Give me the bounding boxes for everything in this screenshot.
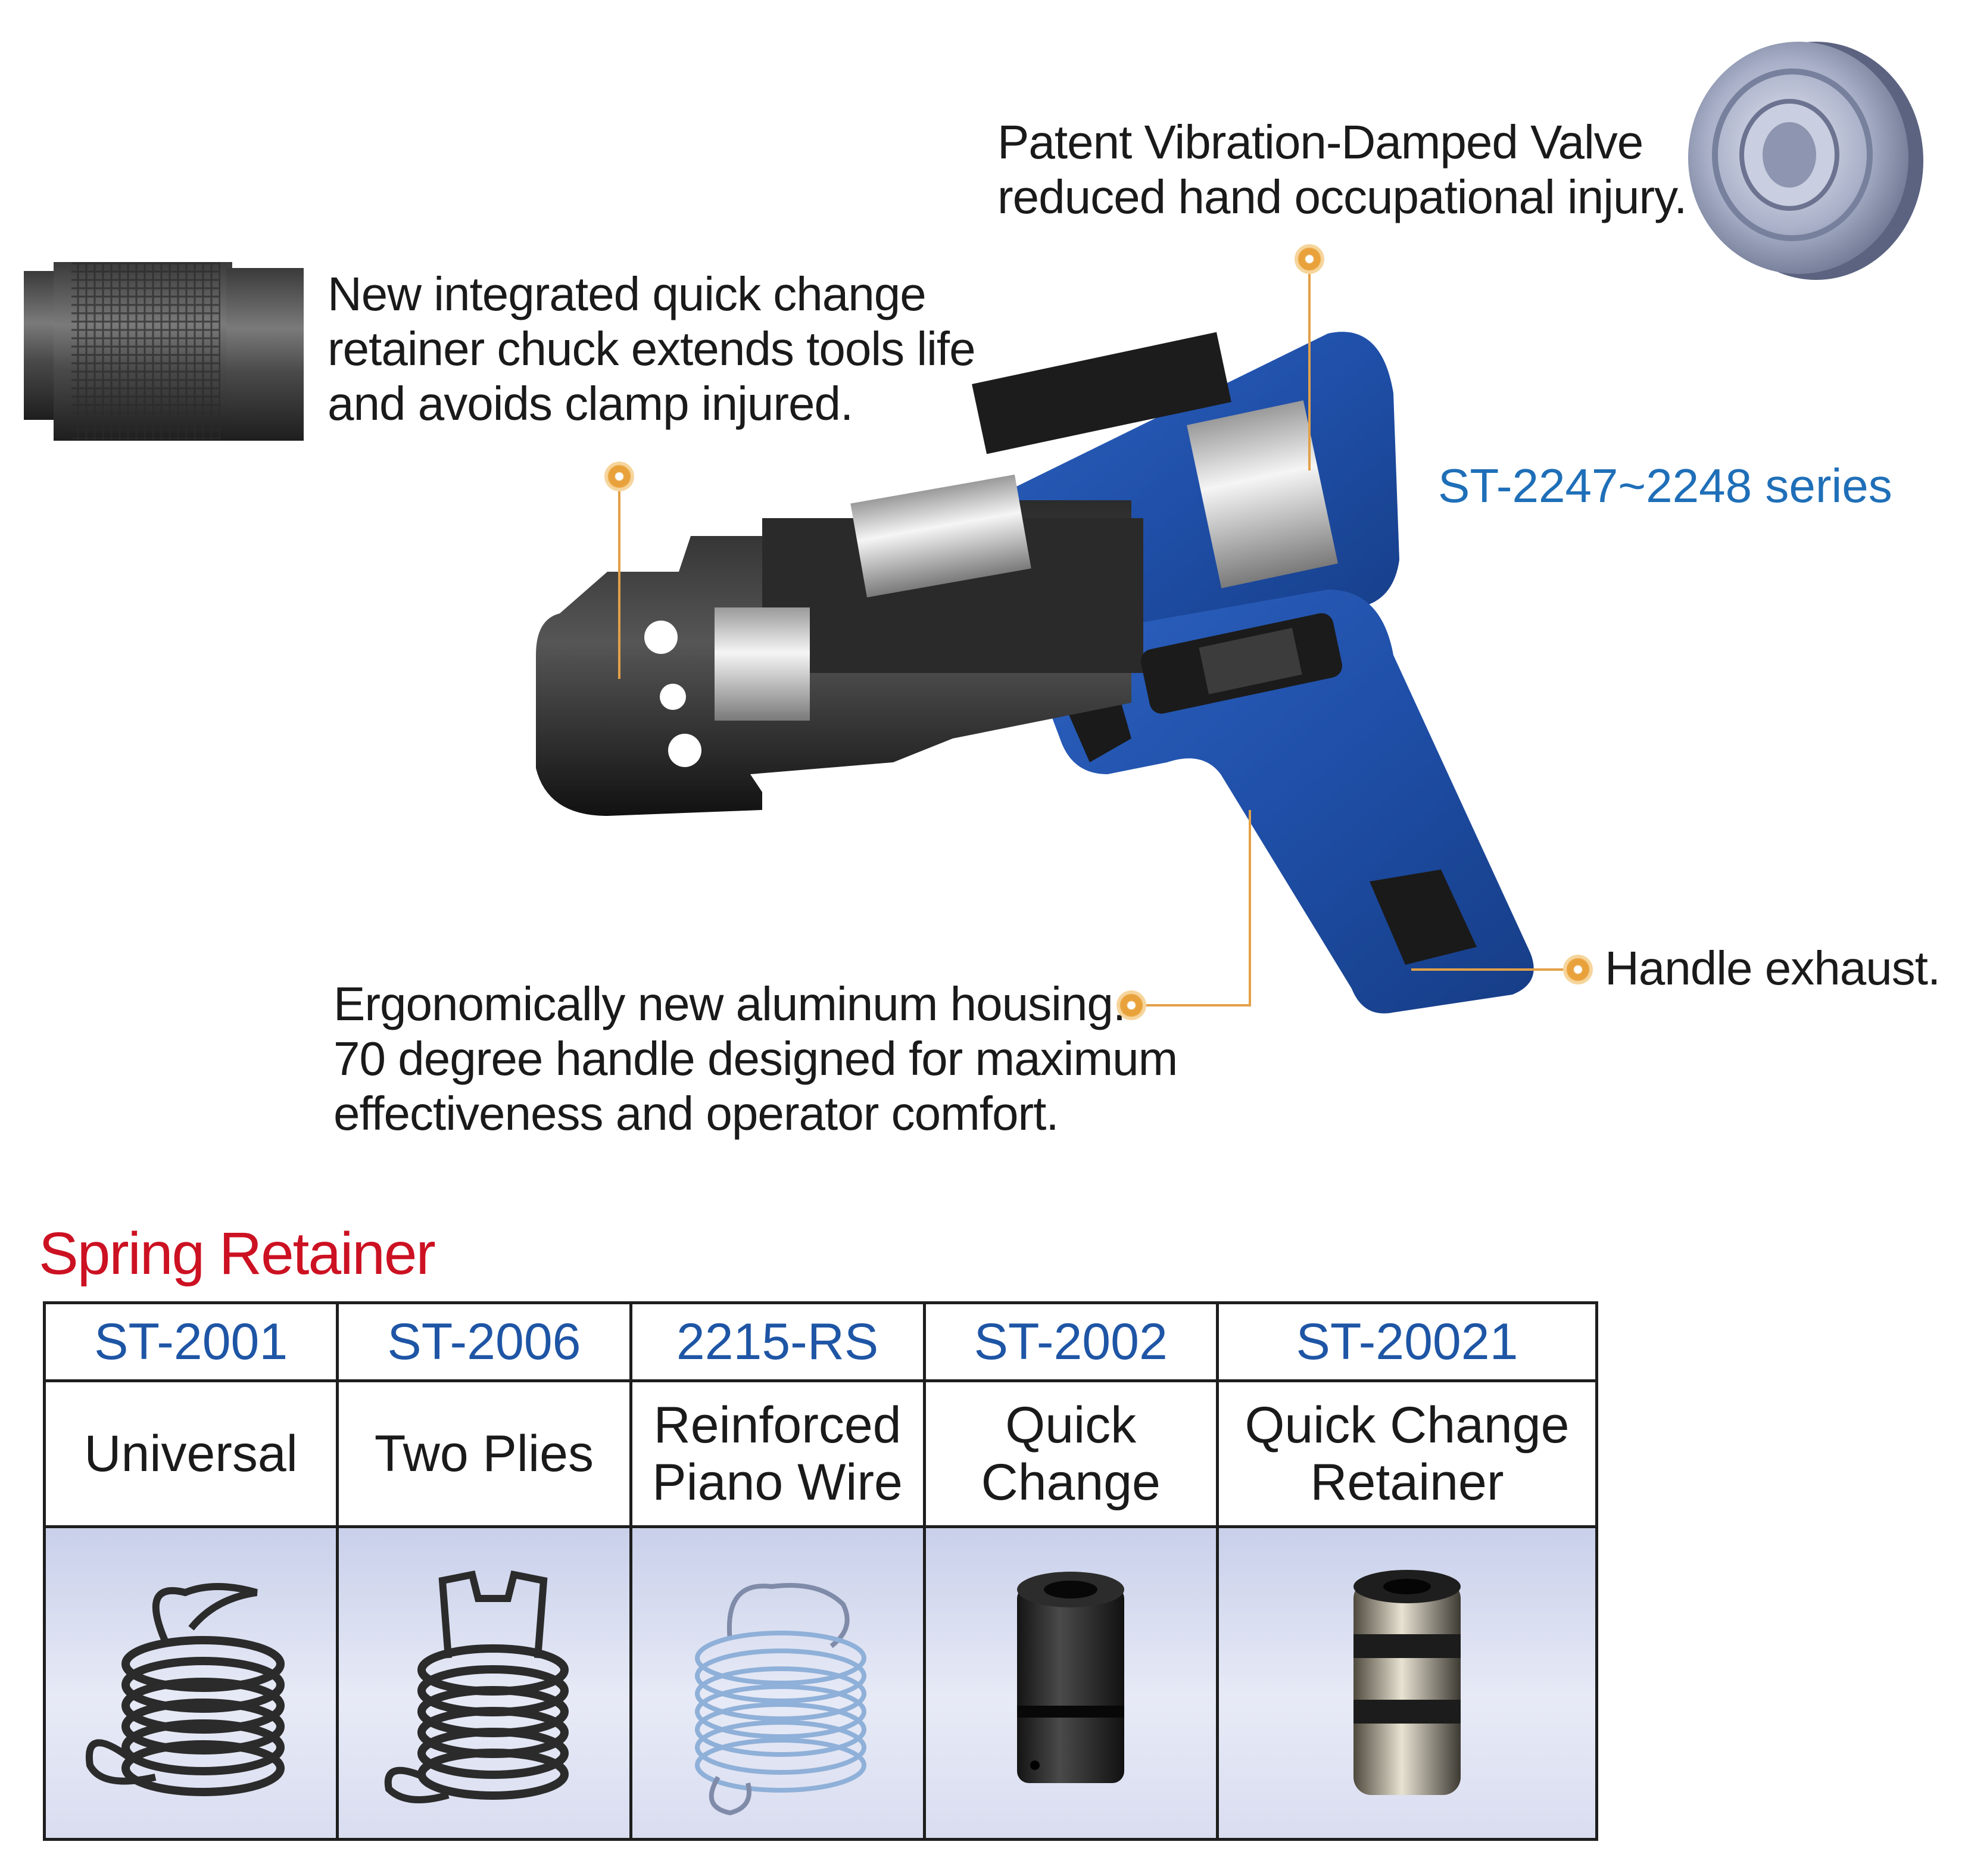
desc-cell-3: Reinforced Piano Wire [629,1379,926,1528]
chuck-callout-line-1: New integrated quick change [328,267,927,320]
retainer-chuck-image [24,262,304,441]
spring-retainer-icon [85,1582,285,1796]
valve-callout-marker [1295,244,1324,274]
housing-callout: Ergonomically new aluminum housing. 70 d… [333,977,1178,1141]
housing-callout-marker [1116,990,1146,1020]
chuck-callout-connector [618,488,620,679]
spring-retainer-title: Spring Retainer [39,1220,436,1287]
photo-cell-2 [336,1525,632,1841]
desc-cell-1: Universal [42,1379,339,1528]
spring-retainer-table: ST-2001 ST-2006 2215-RS ST-2002 ST-20021… [42,1301,1599,1841]
double-spring-retainer-icon [384,1570,569,1803]
housing-callout-connector-vertical [1249,810,1251,1006]
housing-callout-connector-horizontal [1131,1004,1250,1006]
exhaust-callout-connector [1411,968,1578,971]
chuck-callout-marker [604,462,634,491]
desc-cell-2: Two Plies [336,1379,632,1528]
item-code: 2215-RS [676,1313,879,1370]
photo-cell-5 [1215,1525,1599,1841]
code-row: ST-2001 ST-2006 2215-RS ST-2002 ST-20021 [42,1301,1599,1382]
vibration-damped-valve-image [1688,42,1923,280]
item-description: Quick Change Retainer [1245,1397,1570,1511]
housing-callout-line-2: 70 degree handle designed for maximum [333,1032,1178,1085]
item-description: Reinforced Piano Wire [652,1397,903,1511]
photo-row [42,1525,1599,1841]
description-row: Universal Two Plies Reinforced Piano Wir… [42,1379,1599,1528]
valve-callout: Patent Vibration-Damped Valve reduced ha… [997,115,1687,225]
desc-cell-5: Quick Change Retainer [1215,1379,1599,1528]
photo-cell-4 [922,1525,1219,1841]
valve-callout-line-1: Patent Vibration-Damped Valve [997,116,1643,169]
desc-cell-4: Quick Change [922,1379,1219,1528]
item-code: ST-20021 [1296,1313,1518,1370]
housing-callout-line-3: effectiveness and operator comfort. [333,1087,1059,1140]
exhaust-callout: Handle exhaust. [1605,942,1941,995]
series-label: ST-2247~2248 series [1438,459,1892,512]
chuck-callout: New integrated quick change retainer chu… [328,267,976,431]
code-cell-5: ST-20021 [1215,1301,1599,1382]
chuck-callout-line-2: retainer chuck extends tools life [328,322,976,375]
exhaust-callout-marker [1563,955,1593,984]
item-code: ST-2001 [94,1313,288,1370]
item-description: Universal [84,1425,298,1482]
item-description: Two Plies [374,1425,594,1482]
item-code: ST-2006 [387,1313,581,1370]
code-cell-4: ST-2002 [922,1301,1219,1382]
piano-wire-spring-icon [694,1582,866,1815]
code-cell-1: ST-2001 [42,1301,339,1382]
quick-change-chuck-icon [1017,1571,1125,1783]
photo-cell-3 [629,1525,926,1841]
item-description: Quick Change [981,1397,1161,1511]
housing-callout-line-1: Ergonomically new aluminum housing. [333,977,1126,1030]
quick-change-retainer-icon [1353,1569,1461,1795]
item-code: ST-2002 [974,1313,1168,1370]
chuck-callout-line-3: and avoids clamp injured. [328,377,853,430]
photo-cell-1 [42,1525,339,1841]
code-cell-3: 2215-RS [629,1301,926,1382]
code-cell-2: ST-2006 [336,1301,632,1382]
valve-callout-connector [1308,274,1311,470]
valve-callout-line-2: reduced hand occupational injury. [997,170,1687,223]
tool-cutaway-illustration [536,332,1534,1014]
